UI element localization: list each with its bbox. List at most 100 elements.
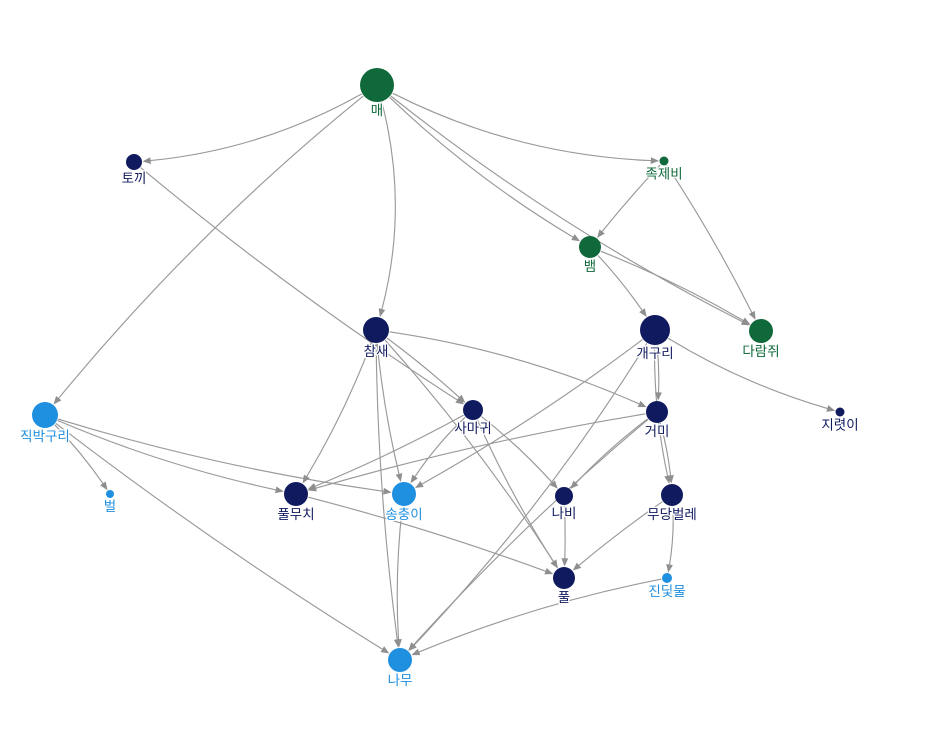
graph-node-chamsae[interactable] xyxy=(363,317,389,343)
edge-arrowhead xyxy=(639,308,647,317)
graph-node-label-darmjwi: 다람쥐 xyxy=(742,344,779,360)
graph-edge xyxy=(396,506,403,640)
graph-node-label-jokjebi: 족제비 xyxy=(645,167,682,183)
edge-arrowhead xyxy=(395,639,402,648)
graph-node-jinditmul[interactable] xyxy=(662,573,672,583)
graph-edge xyxy=(413,419,649,646)
graph-edge xyxy=(57,418,385,492)
graph-node-label-jireongi: 지렷이 xyxy=(821,418,858,434)
edge-arrowhead xyxy=(741,317,751,325)
graph-node-pulmuchi[interactable] xyxy=(284,482,308,506)
graph-edge xyxy=(150,93,362,162)
graph-node-nabi[interactable] xyxy=(555,487,573,505)
node-layer xyxy=(32,68,845,672)
graph-edge xyxy=(414,417,466,478)
graph-node-label-nabi: 나비 xyxy=(552,506,577,522)
graph-node-darmjwi[interactable] xyxy=(749,319,773,343)
graph-edge xyxy=(421,339,643,485)
graph-edge xyxy=(376,343,400,475)
edge-arrowhead xyxy=(570,480,579,489)
graph-node-mae[interactable] xyxy=(360,68,394,102)
graph-node-jireongi[interactable] xyxy=(835,407,845,417)
edge-arrowhead xyxy=(410,474,418,484)
graph-edge xyxy=(314,414,464,487)
graph-edge xyxy=(386,337,460,398)
graph-edge xyxy=(55,423,383,650)
graph-edge xyxy=(375,343,398,641)
graph-edge xyxy=(390,95,744,323)
graph-node-label-mudangbeol: 무당벌레 xyxy=(647,507,697,523)
graph-edge xyxy=(668,338,828,410)
graph-edge xyxy=(58,95,364,399)
edge-arrowhead xyxy=(378,308,386,318)
graph-node-label-jinditmul: 진딫물 xyxy=(648,584,685,600)
edge-arrowhead xyxy=(408,642,417,651)
graph-node-mudangbeol[interactable] xyxy=(661,484,683,506)
edge-arrowhead xyxy=(544,567,554,575)
edge-arrowhead xyxy=(307,484,317,492)
graph-node-label-geomi: 거미 xyxy=(645,424,670,440)
edge-arrowhead xyxy=(456,394,466,403)
graph-node-label-mae: 매 xyxy=(371,103,383,119)
edge-arrowhead xyxy=(395,473,403,482)
graph-node-label-baem: 뱀 xyxy=(584,259,596,275)
graph-node-label-pulmuchi: 풀무치 xyxy=(277,507,314,523)
graph-edge xyxy=(54,424,104,485)
edge-arrowhead xyxy=(142,157,151,164)
graph-edge xyxy=(392,92,652,162)
graph-edge xyxy=(656,345,660,393)
edge-arrowhead xyxy=(572,562,582,571)
graph-node-label-samagwi: 사마귀 xyxy=(454,421,491,437)
edge-arrowhead xyxy=(53,396,62,405)
edge-arrowhead xyxy=(571,234,581,242)
graph-edge xyxy=(668,506,674,566)
graph-edge xyxy=(418,578,662,653)
graph-edge xyxy=(57,420,277,491)
graph-edge xyxy=(476,419,554,563)
graph-edge xyxy=(597,255,643,311)
graph-edge xyxy=(315,413,646,489)
edge-arrowhead xyxy=(380,646,390,654)
edge-arrowhead xyxy=(667,474,674,484)
graph-node-jikbakguri[interactable] xyxy=(32,402,58,428)
graph-node-label-tokki: 토끼 xyxy=(122,171,147,187)
graph-edge xyxy=(384,339,555,562)
edge-arrowhead xyxy=(275,486,284,494)
edge-arrowhead xyxy=(411,648,421,656)
graph-node-songchungi[interactable] xyxy=(392,482,416,506)
graph-node-beol[interactable] xyxy=(106,490,114,498)
edge-arrowhead xyxy=(655,392,662,401)
graph-node-tokki[interactable] xyxy=(126,154,142,170)
graph-edge xyxy=(389,97,574,238)
edge-arrowhead xyxy=(597,229,605,238)
graph-edge xyxy=(563,505,566,559)
graph-node-geomi[interactable] xyxy=(646,401,668,423)
graph-node-label-chamsae: 참새 xyxy=(364,344,389,360)
graph-node-gaeguri[interactable] xyxy=(640,315,670,345)
graph-edge xyxy=(306,342,372,477)
arrowhead-layer xyxy=(53,157,836,656)
graph-node-pul[interactable] xyxy=(553,567,575,589)
graph-node-label-namu: 나무 xyxy=(388,673,413,689)
edge-arrowhead xyxy=(637,400,647,408)
graph-node-label-beol: 벌 xyxy=(104,499,116,515)
graph-edge xyxy=(308,496,547,572)
graph-node-namu[interactable] xyxy=(388,648,412,672)
graph-node-samagwi[interactable] xyxy=(463,400,483,420)
graph-edge xyxy=(578,501,663,566)
edge-arrowhead xyxy=(748,310,756,320)
graph-node-label-pul: 풀 xyxy=(558,590,570,606)
edge-arrowhead xyxy=(561,558,569,567)
edge-arrowhead xyxy=(414,480,424,488)
edge-arrowhead xyxy=(302,474,310,484)
graph-node-jokjebi[interactable] xyxy=(659,156,669,166)
graph-node-label-gaeguri: 개구리 xyxy=(636,346,673,362)
graph-node-baem[interactable] xyxy=(579,236,601,258)
edge-arrowhead xyxy=(100,481,108,491)
graph-node-label-jikbakguri: 직박구리 xyxy=(20,429,70,445)
graph-edge xyxy=(481,416,553,484)
graph-edge xyxy=(140,167,458,401)
